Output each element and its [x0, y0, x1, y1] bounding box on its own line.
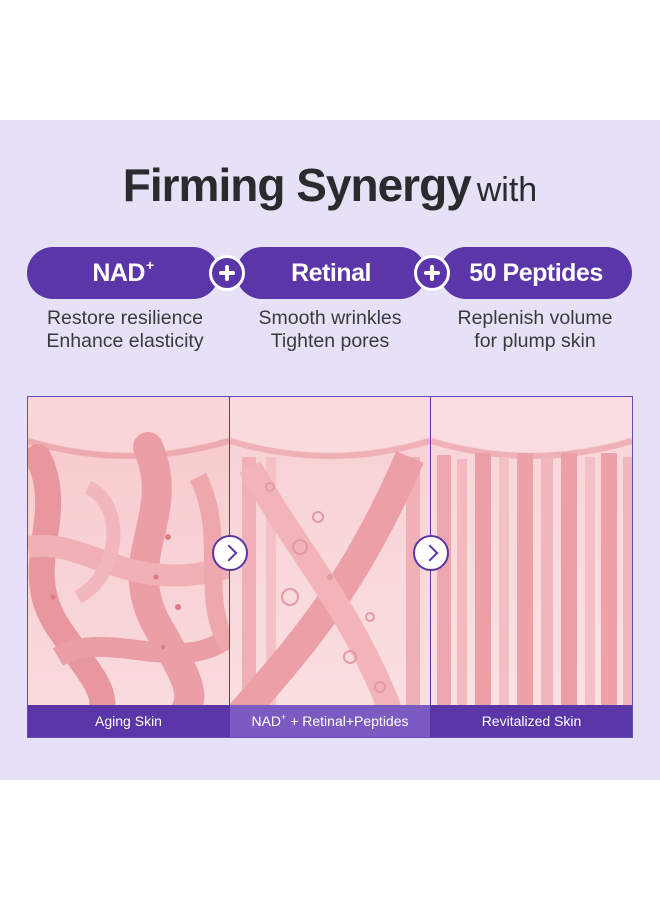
benefit-line: Restore resilience — [46, 307, 204, 329]
ingredient-benefit-retinal: Smooth wrinkles Tighten pores — [225, 307, 435, 353]
stage-treatment: NAD+ + Retinal+Peptides — [230, 397, 430, 737]
stage-label-pre: NAD — [251, 713, 282, 729]
ingredient-benefit-nad: Restore resilience Enhance elasticity — [20, 307, 230, 353]
ingredient-pill-retinal: Retinal — [236, 247, 426, 299]
ingredient-pill-nad: NAD+ — [27, 247, 219, 299]
stage-aging-skin: Aging Skin — [28, 397, 229, 737]
ingredient-name: NAD — [92, 258, 145, 287]
chevron-right-icon — [212, 535, 248, 571]
ingredient-name: Retinal — [291, 258, 371, 287]
benefit-line: for plump skin — [474, 330, 596, 352]
stage-label-superscript: + — [281, 712, 287, 722]
aging-skin-illustration — [28, 397, 229, 737]
stage-revitalized-skin: Revitalized Skin — [431, 397, 632, 737]
ingredient-benefit-peptides: Replenish volume for plump skin — [430, 307, 640, 353]
stage-label-post: + Retinal+Peptides — [286, 713, 409, 729]
headline-suffix: with — [476, 171, 538, 209]
headline-main: Firming Synergy — [122, 159, 472, 211]
ingredient-name: 50 Peptides — [469, 258, 603, 287]
benefit-line: Smooth wrinkles — [258, 307, 402, 329]
stage-label: Revitalized Skin — [431, 705, 632, 737]
stage-label: Aging Skin — [28, 705, 229, 737]
treatment-illustration — [230, 397, 430, 737]
plus-icon — [414, 255, 450, 291]
stage-label: NAD+ + Retinal+Peptides — [230, 705, 430, 737]
ingredient-superscript: + — [145, 257, 154, 273]
benefit-line: Tighten pores — [270, 330, 390, 352]
benefit-line: Replenish volume — [457, 307, 613, 329]
benefit-line: Enhance elasticity — [46, 330, 204, 352]
ingredient-pill-peptides: 50 Peptides — [440, 247, 632, 299]
revitalized-skin-illustration — [431, 397, 632, 737]
skin-stage-strip: Aging Skin — [27, 396, 633, 738]
plus-icon — [209, 255, 245, 291]
chevron-right-icon — [413, 535, 449, 571]
